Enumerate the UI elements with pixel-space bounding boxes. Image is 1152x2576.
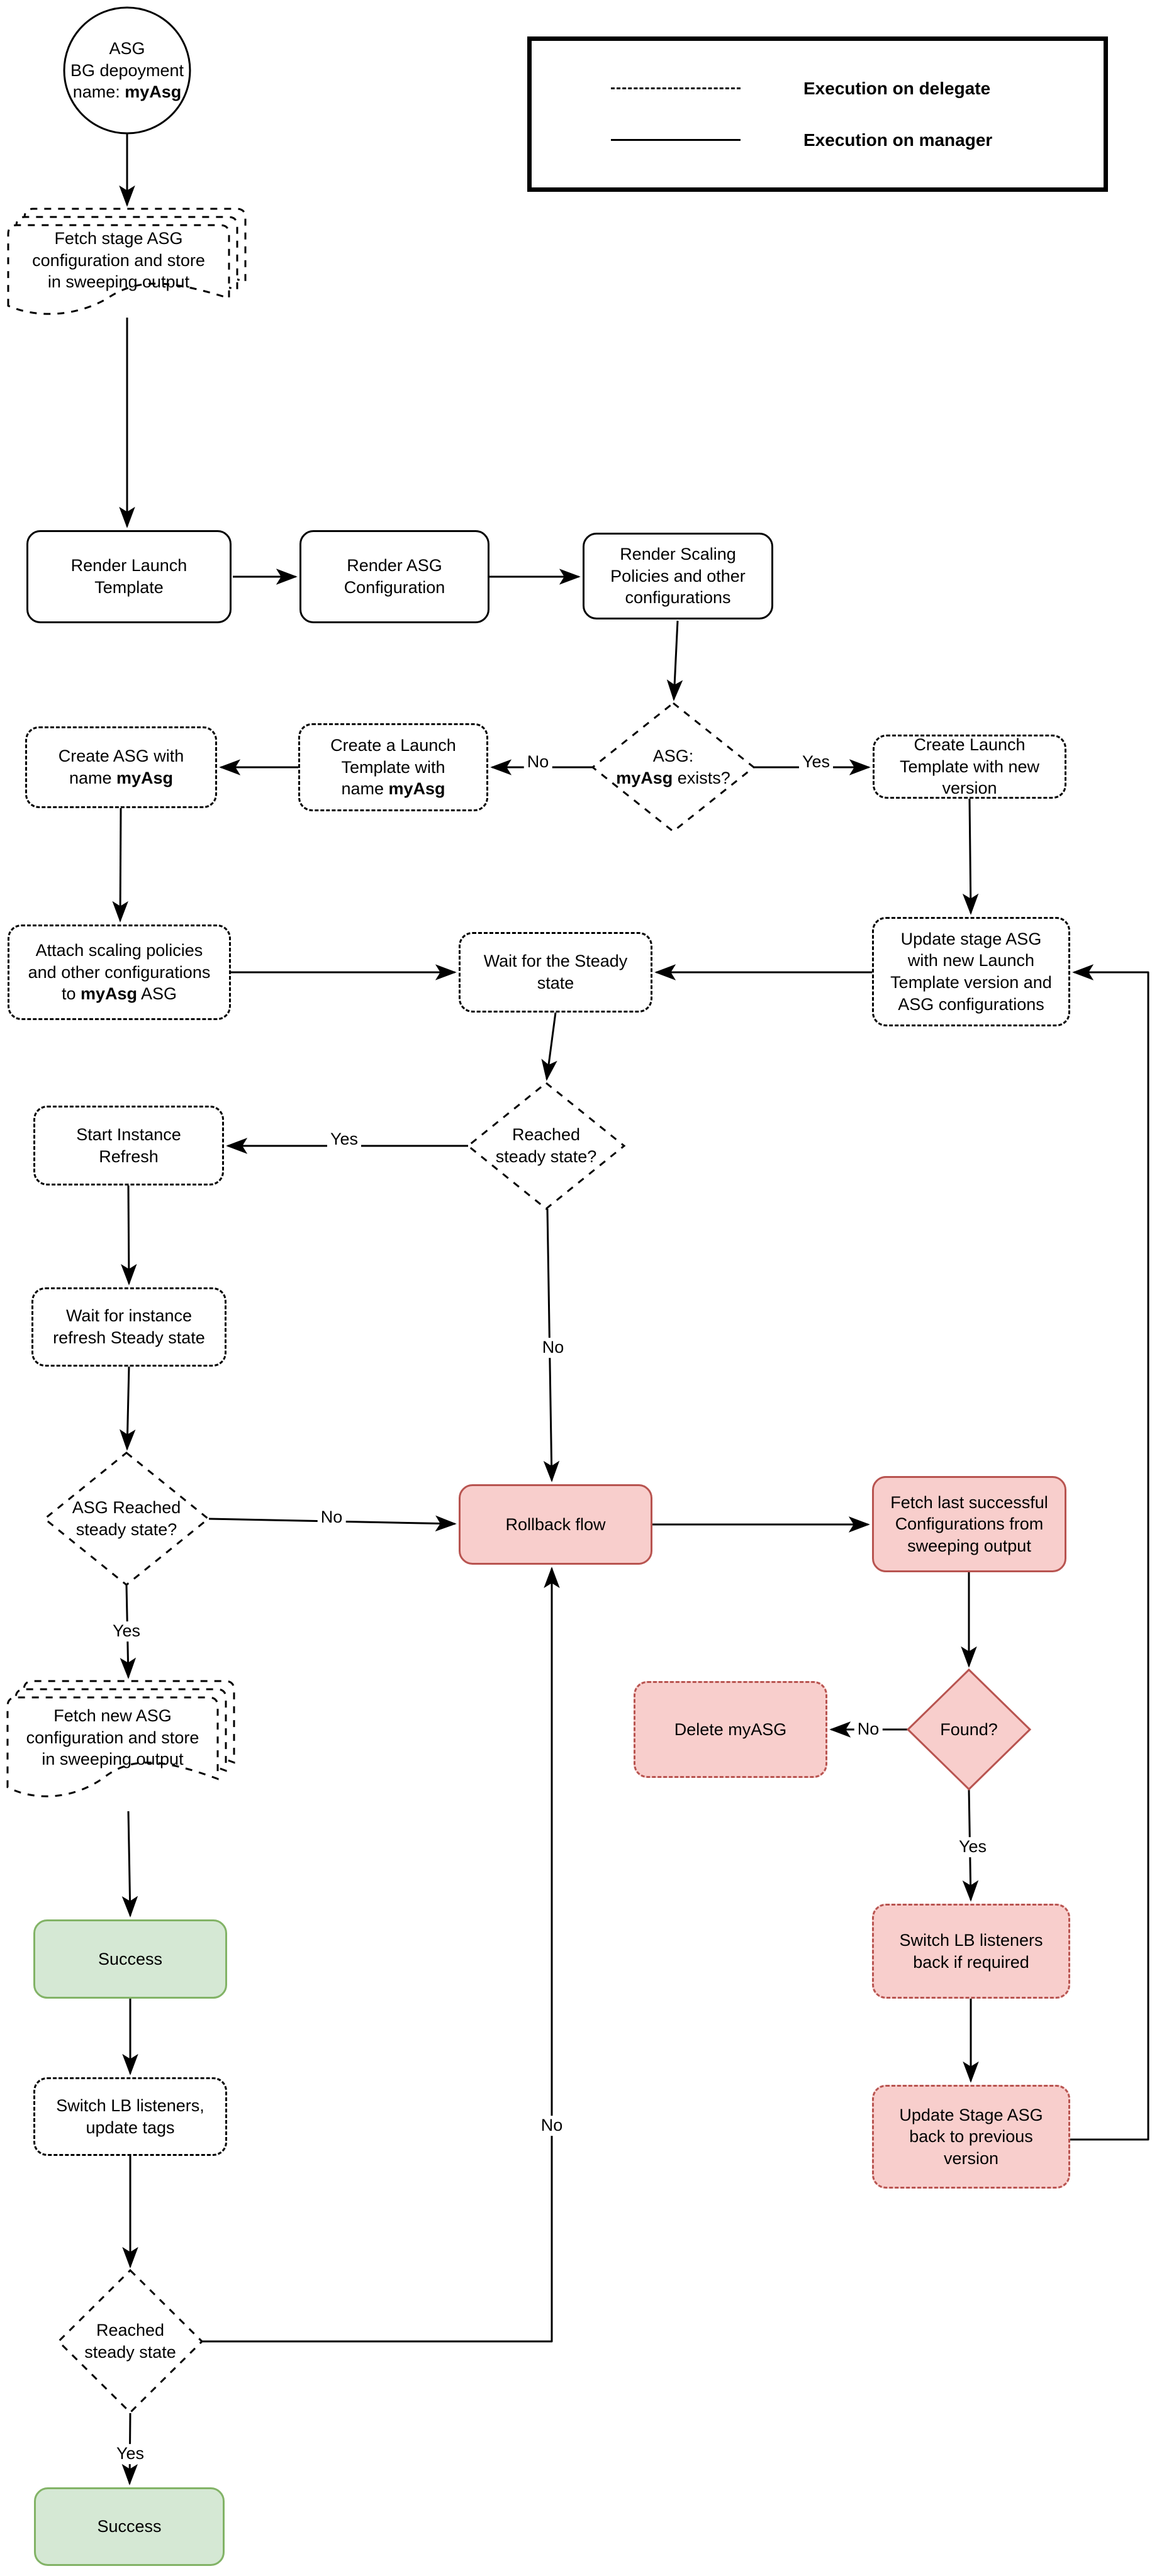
create-launch-template-new-version-step bbox=[873, 735, 1066, 799]
edge-label-found-no: No bbox=[854, 1719, 883, 1740]
edge-startir-to-waitir bbox=[121, 1185, 137, 1285]
attach-scaling-policies-step bbox=[8, 924, 231, 1020]
delete-myasg-step bbox=[634, 1681, 827, 1778]
asg-reached-steady-state-decision bbox=[43, 1452, 210, 1586]
edge-label-reached2-no: No bbox=[537, 2116, 566, 2136]
edge-render-sp-to-exists bbox=[666, 620, 683, 701]
reached-steady-state-decision bbox=[466, 1082, 626, 1210]
legend-row-delegate: Execution on delegate bbox=[611, 79, 1104, 99]
final-success-step bbox=[34, 2487, 225, 2566]
update-stage-asg-back-step bbox=[872, 2085, 1070, 2189]
render-asg-configuration-step bbox=[299, 530, 489, 623]
fetch-last-successful-config-step bbox=[872, 1476, 1066, 1572]
legend-row-manager: Execution on manager bbox=[611, 130, 1104, 150]
edge-reached2-no bbox=[202, 1567, 560, 2343]
edge-waitir-to-asgreached bbox=[119, 1366, 136, 1451]
dashed-line-sample bbox=[611, 87, 741, 89]
switch-lb-listeners-back-step bbox=[872, 1904, 1070, 1999]
edge-label-exists-no: No bbox=[523, 752, 552, 772]
reached-steady-state-final-decision bbox=[57, 2268, 204, 2414]
edge-create-lt-new-to-update bbox=[962, 798, 979, 915]
wait-instance-refresh-step bbox=[31, 1287, 226, 1367]
switch-lb-listeners-update-tags-step bbox=[33, 2077, 227, 2156]
fetch-stage-asg-doc bbox=[7, 224, 230, 315]
legend-label-delegate: Execution on delegate bbox=[803, 78, 991, 98]
start-node bbox=[63, 6, 191, 135]
edge-updateback-loop bbox=[1070, 964, 1149, 2141]
update-stage-asg-step bbox=[872, 917, 1070, 1026]
render-scaling-policies-step bbox=[583, 533, 773, 619]
create-asg-step bbox=[25, 726, 217, 808]
edge-create-asg-to-attach bbox=[112, 808, 128, 923]
edge-label-asgreached-yes: Yes bbox=[109, 1621, 144, 1641]
edge-label-reached2-yes: Yes bbox=[113, 2444, 148, 2464]
edge-label-asgreached-no: No bbox=[317, 1507, 346, 1528]
success-step bbox=[33, 1919, 227, 1999]
solid-line-sample bbox=[611, 139, 741, 141]
rollback-flow-step bbox=[459, 1484, 652, 1565]
start-instance-refresh-step bbox=[33, 1106, 224, 1185]
edge-label-found-yes: Yes bbox=[955, 1837, 990, 1857]
legend-label-manager: Execution on manager bbox=[803, 130, 993, 150]
edge-label-reached1-yes: Yes bbox=[327, 1130, 362, 1150]
asg-exists-decision bbox=[591, 702, 756, 833]
found-decision bbox=[906, 1668, 1032, 1791]
wait-steady-state-step bbox=[459, 932, 652, 1013]
create-launch-template-step bbox=[298, 723, 488, 811]
edge-label-reached1-no: No bbox=[539, 1338, 568, 1358]
edge-label-exists-yes: Yes bbox=[798, 752, 834, 772]
fetch-new-asg-config-doc bbox=[6, 1696, 219, 1797]
render-launch-template-step bbox=[26, 530, 232, 623]
edge-fetchnew-to-success bbox=[121, 1811, 138, 1918]
edge-wait-to-reached1 bbox=[541, 1012, 557, 1081]
legend: Execution on delegate Execution on manag… bbox=[527, 36, 1108, 192]
